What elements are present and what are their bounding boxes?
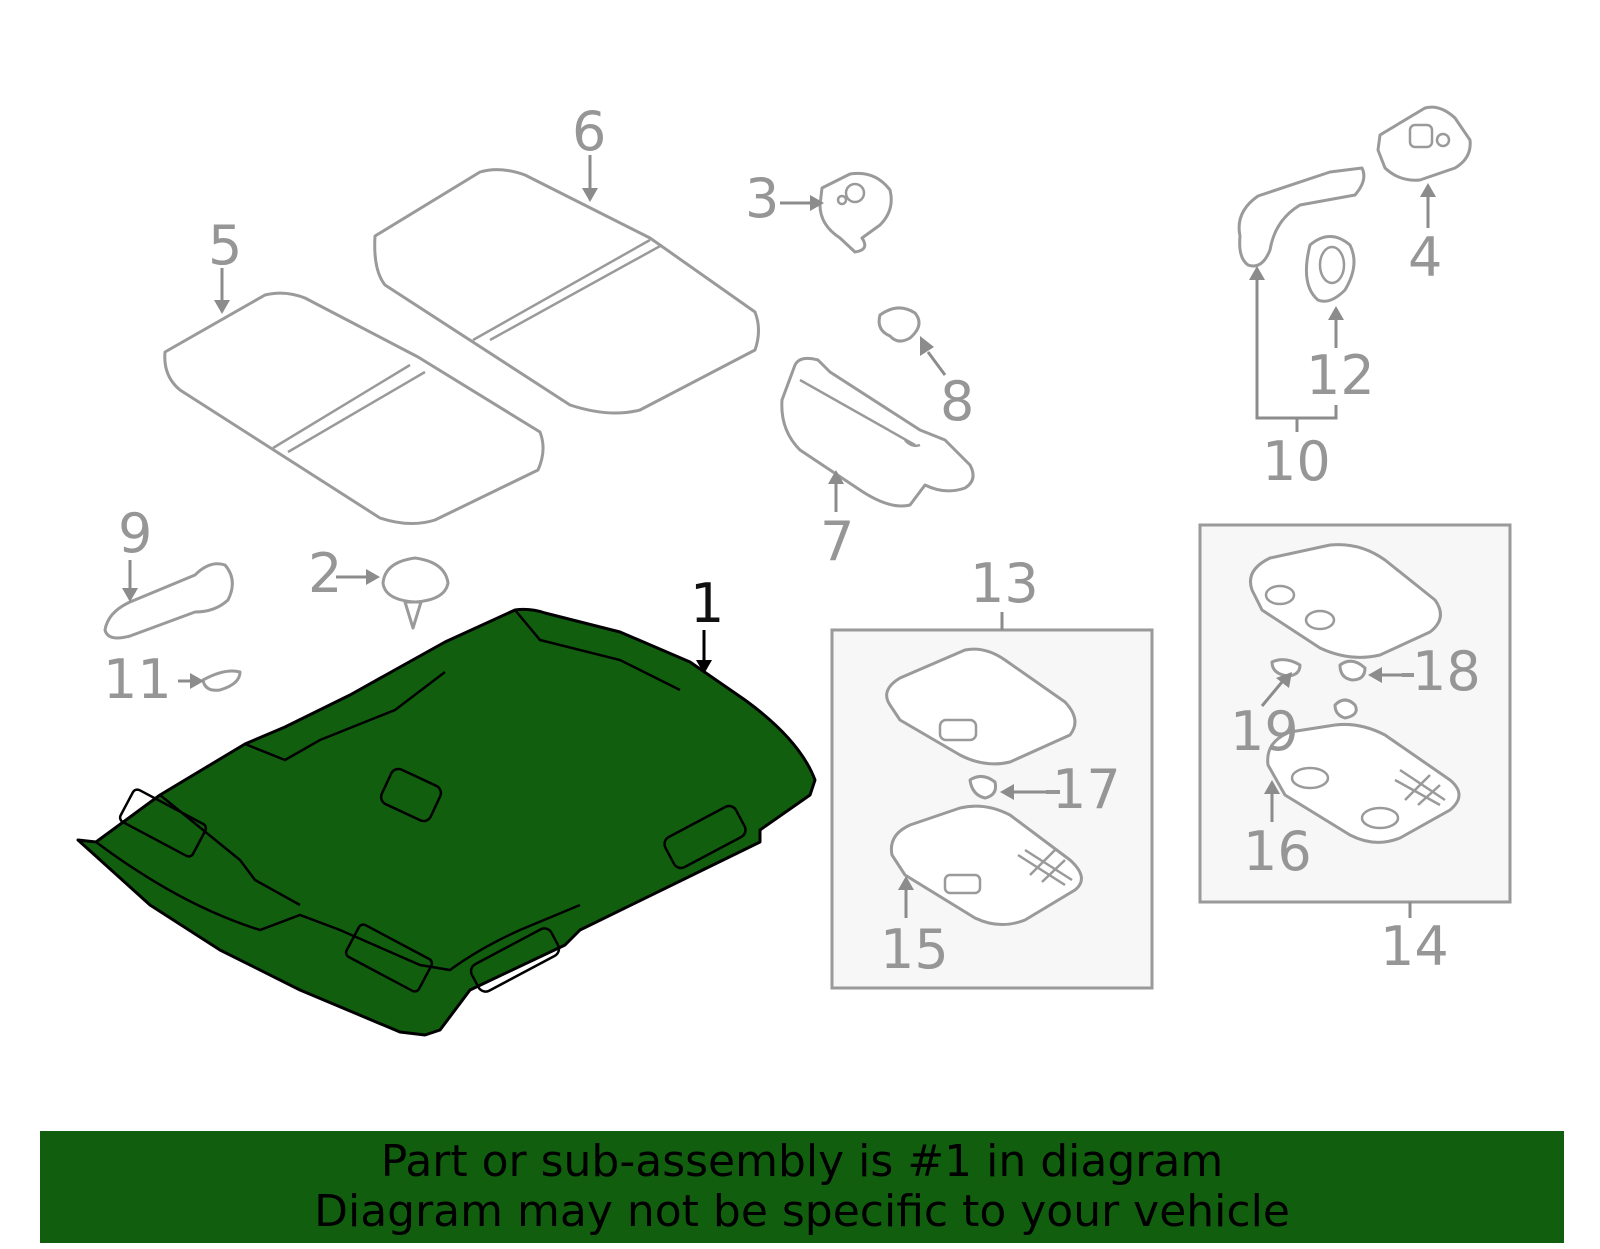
part-10-grip[interactable] bbox=[1237, 166, 1366, 268]
callout-4: 4 bbox=[1408, 226, 1442, 289]
callout-15: 15 bbox=[880, 918, 949, 981]
callout-10: 10 bbox=[1262, 430, 1331, 493]
callout-17: 17 bbox=[1052, 758, 1121, 821]
callout-14: 14 bbox=[1380, 915, 1449, 978]
box-14-map-lamp bbox=[1198, 523, 1512, 904]
part-9-assist-grip[interactable] bbox=[103, 562, 234, 640]
part-19-bulb[interactable] bbox=[1270, 658, 1302, 678]
callout-18: 18 bbox=[1412, 640, 1481, 703]
callout-labels: 1 2 3 4 5 6 7 8 9 10 11 12 13 14 15 16 1… bbox=[103, 100, 1481, 981]
box-13-dome-lamp bbox=[830, 628, 1154, 990]
part-18-bulb[interactable] bbox=[1333, 659, 1367, 720]
part-13-dome-housing[interactable] bbox=[885, 647, 1077, 766]
callout-dashes bbox=[1046, 673, 1414, 794]
part-3-lamp[interactable] bbox=[818, 171, 893, 254]
part-15-dome-lens[interactable] bbox=[889, 804, 1083, 926]
callout-2: 2 bbox=[308, 542, 342, 605]
callout-5: 5 bbox=[208, 214, 242, 277]
callout-19: 19 bbox=[1230, 700, 1299, 763]
callout-8: 8 bbox=[940, 370, 974, 433]
callout-1: 1 bbox=[690, 572, 724, 635]
part-11-cover[interactable] bbox=[201, 669, 242, 692]
part-1-headliner[interactable] bbox=[76, 607, 817, 1037]
callout-arrows bbox=[122, 155, 1436, 918]
part-6-insulator[interactable] bbox=[373, 168, 760, 415]
banner-line-2: Diagram may not be specific to your vehi… bbox=[314, 1186, 1290, 1237]
banner-line-1: Part or sub-assembly is #1 in diagram bbox=[380, 1136, 1224, 1187]
callout-3: 3 bbox=[745, 167, 779, 230]
part-17-bulb[interactable] bbox=[968, 775, 997, 800]
callout-16: 16 bbox=[1243, 820, 1312, 883]
part-12-bracket[interactable] bbox=[1304, 235, 1356, 303]
info-banner: Part or sub-assembly is #1 in diagram Di… bbox=[40, 1131, 1564, 1243]
part-4-lamp[interactable] bbox=[1376, 105, 1472, 182]
callout-7: 7 bbox=[820, 510, 854, 573]
callout-13: 13 bbox=[970, 552, 1039, 615]
callout-9: 9 bbox=[118, 502, 152, 565]
callout-6: 6 bbox=[572, 100, 606, 163]
part-16-map-lens[interactable] bbox=[1266, 723, 1461, 844]
part-8-visor-holder[interactable] bbox=[877, 306, 921, 343]
part-2-push-clip[interactable] bbox=[381, 556, 450, 630]
part-7-sun-visor[interactable] bbox=[780, 356, 975, 508]
callout-12: 12 bbox=[1306, 344, 1375, 407]
callout-11: 11 bbox=[103, 648, 172, 711]
part-14-map-housing[interactable] bbox=[1249, 543, 1442, 659]
part-5-insulator[interactable] bbox=[163, 291, 545, 525]
